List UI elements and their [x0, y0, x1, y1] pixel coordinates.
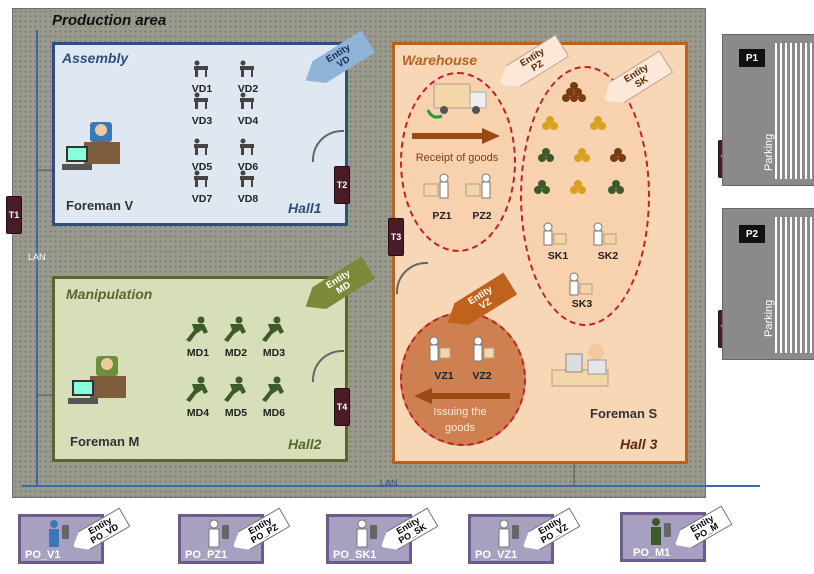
worker-icon [194, 60, 208, 77]
worker-vd7: VD7 [191, 193, 213, 205]
worker-sk3: SK3 [571, 298, 593, 310]
storage-workers-icon [543, 222, 617, 246]
worker-vd1: VD1 [191, 83, 213, 95]
receipt-arrow-icon [412, 128, 500, 144]
worker-vd3: VD3 [191, 115, 213, 127]
delivery-truck-icon [426, 83, 487, 119]
worker-pz1: PZ1 [432, 210, 452, 222]
worker-pushing-icon [262, 316, 284, 342]
foreman-v-computer-icon [62, 122, 120, 170]
worker-icon [240, 170, 254, 187]
foreman-v-label: Foreman V [66, 198, 134, 213]
person-phone-icon [356, 519, 377, 548]
worker-pushing-icon [224, 376, 246, 402]
worker-vd5: VD5 [191, 161, 213, 173]
foreman-m-label: Foreman M [70, 434, 140, 449]
person-phone-icon [208, 519, 229, 548]
worker-vd6: VD6 [237, 161, 259, 173]
po-v1-label: PO_V1 [25, 549, 61, 561]
worker-vd4: VD4 [237, 115, 259, 127]
hall1-label: Hall1 [288, 200, 322, 216]
worker-icon [240, 92, 254, 109]
hall3-label: Hall 3 [620, 436, 658, 452]
worker-vd8: VD8 [237, 193, 259, 205]
parking-p1-spaces [775, 43, 813, 179]
personal-object-po-m1: PO_M1 Entity PO_M [620, 512, 706, 562]
worker-pz2: PZ2 [472, 210, 492, 222]
worker-md1: MD1 [186, 347, 210, 359]
parking-p1-label: Parking [763, 133, 775, 171]
terminal-t2: T2 [334, 166, 350, 204]
person-phone-icon [651, 518, 671, 545]
parking-p1-code: P1 [739, 49, 765, 67]
parking-p2-spaces [775, 217, 813, 353]
personal-object-po-pz1: PO_PZ1 Entity PO_PZ [178, 514, 264, 564]
parking-p2: P2 Parking [722, 208, 814, 360]
worker-pushing-icon [224, 316, 246, 342]
parking-p1: P1 Parking [722, 34, 814, 186]
storage-pallets-icon [534, 82, 626, 194]
personal-object-po-sk1: PO_SK1 Entity PO_SK [326, 514, 412, 564]
lan-label-left: LAN [28, 252, 46, 262]
storage-worker-icon [569, 272, 593, 296]
receipt-label: Receipt of goods [415, 152, 499, 164]
parking-p2-code: P2 [739, 225, 765, 243]
worker-md4: MD4 [186, 407, 210, 419]
issue-workers-icon [429, 336, 495, 362]
worker-icon [240, 60, 254, 77]
foreman-s-computer-icon [551, 344, 609, 387]
manipulation-title: Manipulation [66, 286, 153, 302]
worker-icon [194, 92, 208, 109]
worker-icon [194, 170, 208, 187]
worker-vz1: VZ1 [434, 370, 454, 382]
hall2-label: Hall2 [288, 436, 322, 452]
warehouse-title: Warehouse [402, 52, 478, 68]
worker-vd2: VD2 [237, 83, 259, 95]
po-vz1-label: PO_VZ1 [475, 549, 518, 561]
lan-label-bottom: LAN [380, 478, 398, 488]
issue-zone [400, 312, 526, 446]
po-pz1-label: PO_PZ1 [185, 549, 228, 561]
personal-object-po-vz1: PO_VZ1 Entity PO_VZ [468, 514, 554, 564]
worker-md3: MD3 [262, 347, 286, 359]
personal-object-po-v1: PO_V1 Entity PO_VD [18, 514, 104, 564]
po-m1-label: PO_M1 [633, 547, 671, 559]
foreman-m-computer-icon [68, 356, 126, 404]
person-phone-icon [498, 519, 519, 548]
foreman-s-label: Foreman S [590, 406, 658, 421]
parking-p2-label: Parking [763, 299, 775, 337]
terminal-t4: T4 [334, 388, 350, 426]
person-phone-icon [49, 520, 69, 547]
assembly-title: Assembly [62, 50, 129, 66]
worker-pushing-icon [186, 316, 208, 342]
worker-md5: MD5 [224, 407, 248, 419]
issue-label: Issuing the goods [433, 406, 487, 434]
worker-sk1: SK1 [547, 250, 569, 262]
po-sk1-label: PO_SK1 [333, 549, 377, 561]
receipt-workers-icon [423, 173, 491, 199]
worker-icon [194, 138, 208, 155]
worker-sk2: SK2 [597, 250, 619, 262]
terminal-t3: T3 [388, 218, 404, 256]
issue-arrow-icon [414, 388, 510, 404]
storage-zone [520, 66, 650, 326]
worker-pushing-icon [262, 376, 284, 402]
worker-md6: MD6 [262, 407, 286, 419]
worker-icon [240, 138, 254, 155]
terminal-t1: T1 [6, 196, 22, 234]
worker-vz2: VZ2 [472, 370, 492, 382]
worker-md2: MD2 [224, 347, 248, 359]
worker-pushing-icon [186, 376, 208, 402]
production-area-title: Production area [52, 12, 167, 29]
